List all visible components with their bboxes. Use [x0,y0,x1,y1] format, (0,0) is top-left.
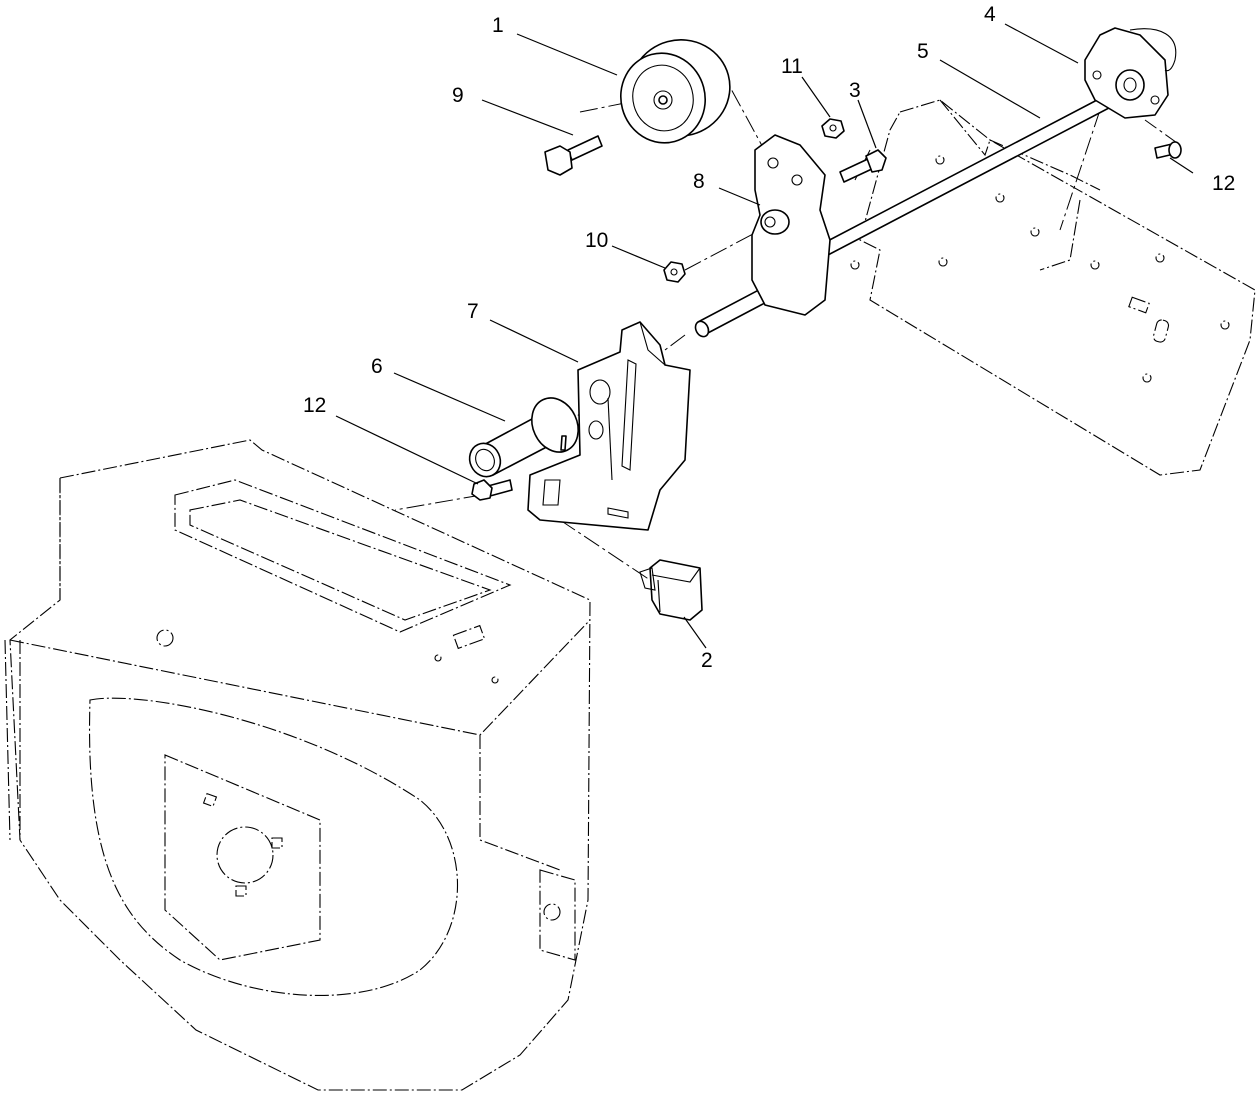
callout-12-right: 12 [1212,172,1235,195]
end-bracket-part-4 [1084,27,1177,119]
pivot-bracket-part-8 [751,134,831,316]
bolt-part-3 [839,149,887,183]
leader-4 [1004,23,1079,64]
knob-part-2 [639,559,703,621]
leader-1 [516,33,618,76]
leader-5 [939,59,1041,119]
leader-3 [857,99,877,149]
leader-9 [481,99,574,136]
callout-9: 9 [452,84,464,107]
nut-part-10 [663,261,686,283]
leader-11 [801,76,831,118]
nut-part-11 [821,118,845,139]
mounting-plate-phantom [850,99,1256,476]
callout-10: 10 [585,229,608,252]
callout-12-left: 12 [303,394,326,417]
callout-4: 4 [984,3,996,26]
leader-12-right [1169,157,1194,174]
leader-7 [489,319,579,363]
leader-10 [611,245,666,269]
bolt-part-12-left [471,479,513,501]
callout-2: 2 [701,649,713,672]
callout-5: 5 [917,40,929,63]
leader-2 [683,616,707,649]
leader-lines [335,23,1194,649]
callout-6: 6 [371,355,383,378]
support-bracket-part-7 [527,321,691,531]
bolt-part-9 [544,135,603,176]
callout-3: 3 [849,79,861,102]
bolt-part-12-right [1154,141,1182,159]
leader-6 [393,372,506,422]
idler-pulley-part-1 [619,39,731,144]
callout-1: 1 [492,14,504,37]
callout-8: 8 [693,170,705,193]
callout-11: 11 [781,55,803,78]
leader-8 [718,187,761,206]
bushing-part-6 [468,397,579,478]
leader-12-left [335,415,479,485]
auger-housing-phantom [4,439,591,1091]
callout-labels: 1 9 11 3 4 5 12 8 10 7 6 12 2 [303,3,1235,672]
callout-7: 7 [467,300,479,323]
